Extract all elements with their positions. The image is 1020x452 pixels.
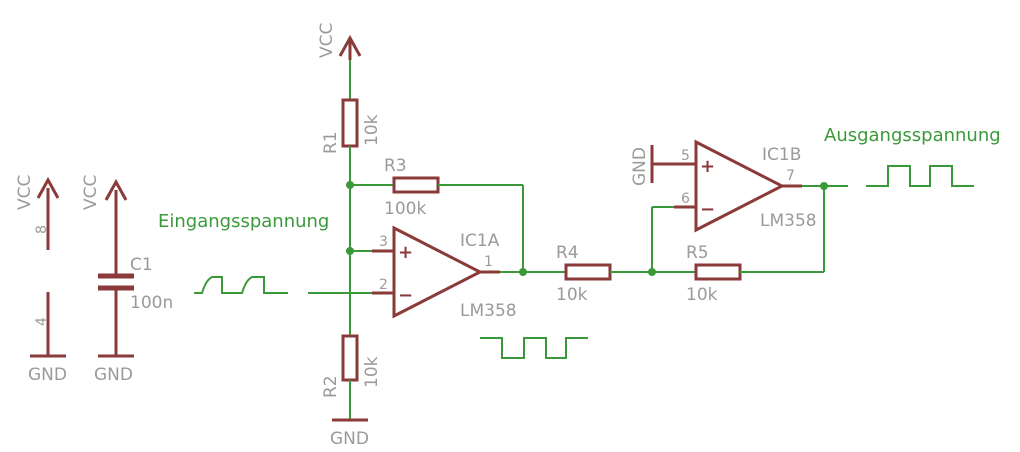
- resistor-r3: R3 100k: [384, 156, 440, 219]
- opamp-ic1a: + − 3 2 1 IC1A LM358: [372, 225, 517, 321]
- vcc-label-c1: VCC: [81, 175, 101, 210]
- r5-name: R5: [686, 243, 709, 263]
- c1-value: 100n: [130, 293, 173, 313]
- input-waveform: [194, 276, 288, 294]
- ic1a-part: LM358: [460, 301, 517, 321]
- gnd-label-c1: GND: [94, 365, 133, 385]
- gnd-label-bottom: GND: [330, 429, 369, 449]
- pin-4-label: 4: [34, 317, 50, 326]
- vcc-label-ic: VCC: [15, 175, 35, 210]
- ic1b-name: IC1B: [762, 145, 801, 165]
- ic1a-name: IC1A: [460, 231, 500, 251]
- ic1a-pin3: 3: [379, 234, 388, 250]
- r2-value: 10k: [362, 356, 382, 388]
- svg-text:+: +: [700, 156, 715, 177]
- ic1b-part: LM358: [760, 211, 817, 231]
- output-voltage-label: Ausgangsspannung: [824, 125, 1001, 146]
- gnd-label-ic: GND: [28, 365, 67, 385]
- svg-text:−: −: [398, 285, 413, 306]
- output-waveform: [866, 165, 974, 187]
- r5-value: 10k: [686, 285, 718, 305]
- vcc-top: VCC: [317, 23, 362, 60]
- resistor-r4: R4 10k: [556, 243, 612, 305]
- resistor-r2: R2 10k: [321, 334, 382, 398]
- input-voltage-label: Eingangsspannung: [158, 211, 329, 232]
- ic1b-pin7: 7: [786, 168, 795, 184]
- resistor-r1: R1 10k: [321, 98, 382, 154]
- ic1b-pin6: 6: [681, 191, 690, 207]
- ic1a-pin1: 1: [484, 254, 493, 270]
- svg-text:−: −: [700, 199, 715, 220]
- r1-value: 10k: [362, 114, 382, 146]
- r2-name: R2: [321, 375, 341, 398]
- ic1a-pin2: 2: [379, 277, 388, 293]
- c1-name: C1: [130, 255, 153, 275]
- opamp-ic1b: + − GND 5 6 7 IC1B LM358: [630, 139, 817, 233]
- vcc-label-top: VCC: [317, 23, 337, 58]
- svg-text:+: +: [398, 242, 413, 263]
- gnd-label-ic1b: GND: [630, 147, 650, 186]
- ic1b-pin5: 5: [681, 148, 690, 164]
- r4-name: R4: [556, 243, 579, 263]
- pin-8-label: 8: [34, 225, 50, 234]
- capacitor-c1: VCC C1 100n GND: [81, 175, 173, 385]
- r3-name: R3: [384, 156, 407, 176]
- r4-value: 10k: [556, 285, 588, 305]
- r3-value: 100k: [384, 199, 426, 219]
- r1-name: R1: [321, 131, 341, 154]
- ic-power-pins: VCC 8 4 GND: [15, 175, 67, 385]
- resistor-r5: R5 10k: [686, 243, 742, 305]
- intermediate-waveform: [480, 337, 588, 359]
